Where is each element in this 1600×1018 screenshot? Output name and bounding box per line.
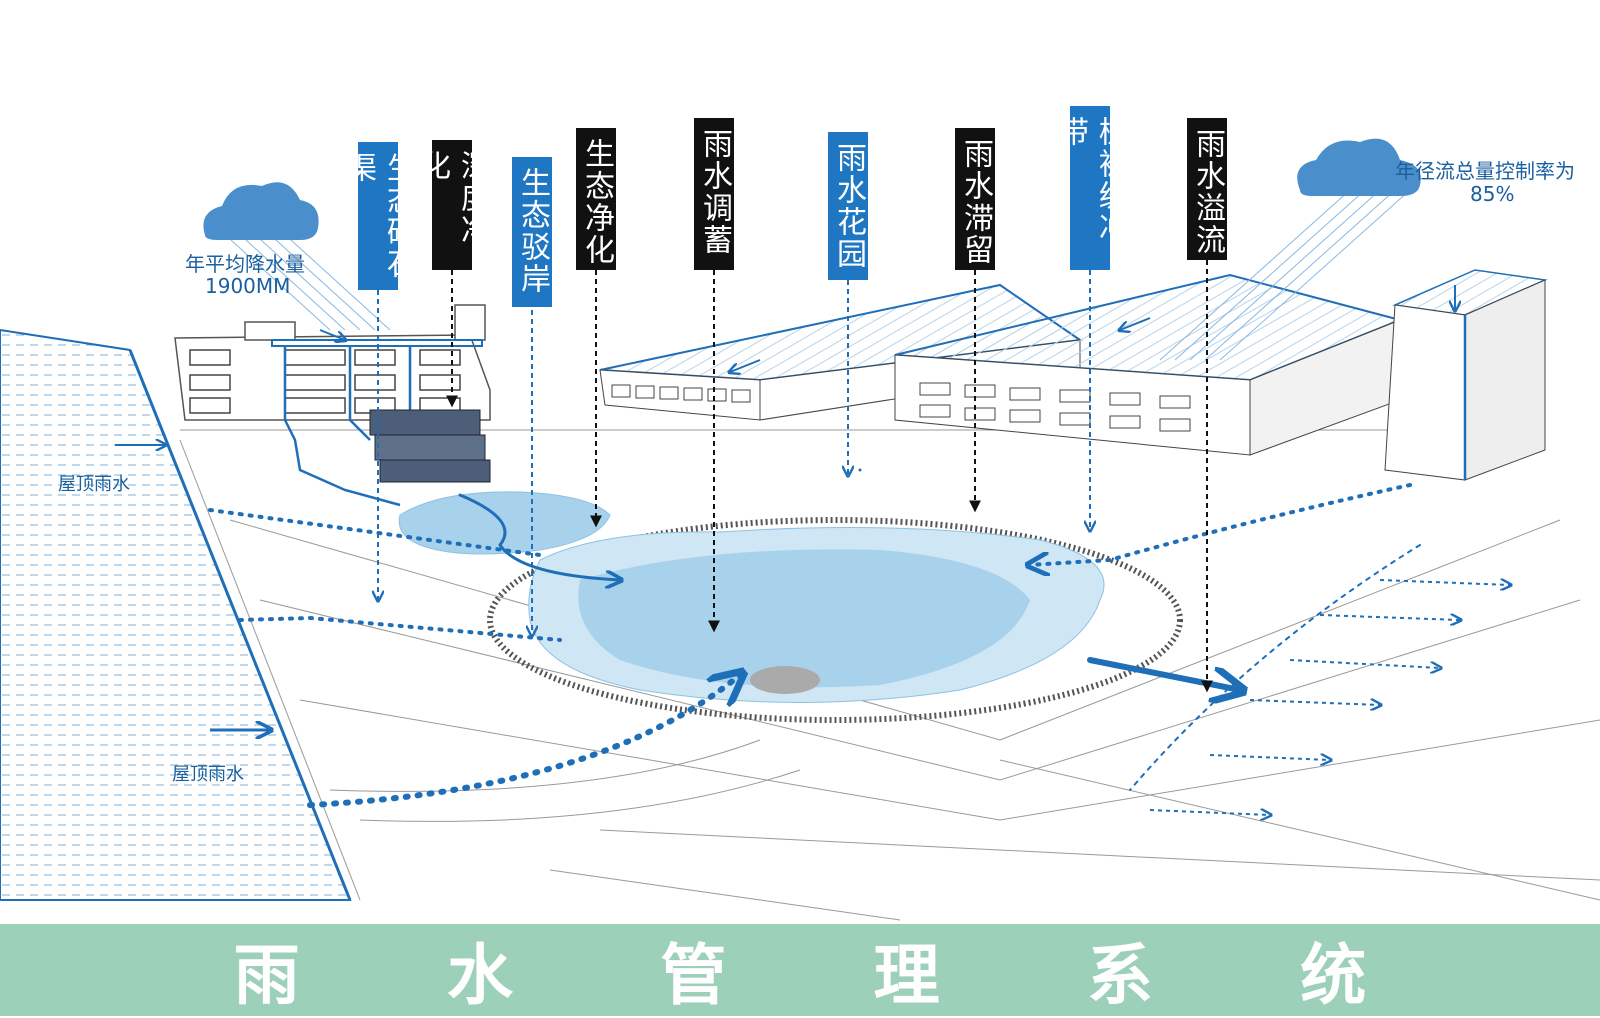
banner-char: 系 [1086,937,1153,1014]
label-eco-gravel-channel: 生态碎石渠 [341,142,416,290]
runoff-control-label: 年径流总量控制率为 [1395,159,1575,183]
warehouse-right [894,273,1404,456]
cloud-icon [203,182,319,240]
banner-char: 理 [873,937,940,1014]
title-banner [0,924,1600,1016]
flow-lines [208,468,1421,808]
tower-right [1384,269,1548,481]
roof-rain-label-2: 屋顶雨水 [172,764,244,785]
label-vegetation-buffer: 植被缓冲带 [1053,106,1128,270]
label-rain-retention: 雨水滞留 [955,128,995,270]
banner-char: 管 [660,937,727,1014]
cloud-icon [1297,138,1421,196]
purification-tiers [369,409,491,483]
rain-streaks [219,189,1411,361]
label-eco-revetment: 生态驳岸 [512,157,552,307]
banner-char: 统 [1300,937,1367,1014]
leader-lines [378,260,1213,693]
runoff-control-value: 85% [1470,182,1515,206]
label-rain-garden: 雨水花园 [828,132,868,280]
annual-rainfall-value: 1900MM [205,274,291,298]
banner-char: 水 [446,937,513,1014]
annual-rainfall-label: 年平均降水量 [185,252,305,276]
label-deep-purification: 深度净化 [415,140,490,270]
lake [398,491,1183,723]
label-rain-overflow: 雨水溢流 [1187,118,1227,260]
roof-rain-arrows [115,285,1455,730]
label-rain-storage: 雨水调蓄 [694,118,734,270]
roof-rain-label-1: 屋顶雨水 [58,474,130,495]
banner-char: 雨 [233,937,300,1014]
outflow-arrows [1149,580,1510,815]
label-eco-purification: 生态净化 [576,128,616,270]
banner-title: 雨 水 管 理 系 统 [0,930,1600,1014]
